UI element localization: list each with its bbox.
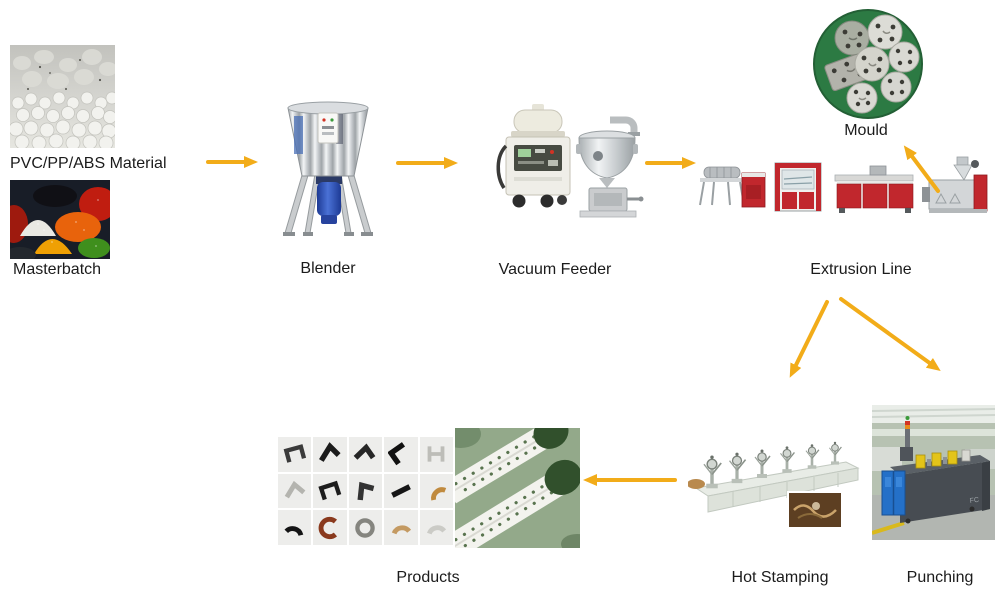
arrow-extrusion-line-to-punching bbox=[839, 297, 941, 372]
profile-sample bbox=[278, 437, 312, 472]
corner-bead-photo bbox=[455, 428, 580, 548]
products-label: Products bbox=[396, 569, 460, 586]
masterbatch-label: Masterbatch bbox=[13, 261, 102, 278]
masterbatch-photo bbox=[10, 180, 110, 259]
profile-sample bbox=[278, 510, 312, 545]
profile-sample bbox=[313, 510, 347, 545]
profile-sample bbox=[278, 473, 312, 509]
mould-photo bbox=[813, 9, 923, 119]
products-photo bbox=[278, 437, 453, 545]
svg-text:FC: FC bbox=[969, 497, 979, 505]
profile-sample bbox=[348, 473, 383, 509]
profile-sample bbox=[384, 437, 418, 472]
profile-sample bbox=[348, 510, 383, 545]
profile-sample bbox=[313, 473, 347, 509]
profile-sample bbox=[419, 510, 453, 545]
hot-stamping-label: Hot Stamping bbox=[731, 569, 829, 586]
punching-photo: FC bbox=[872, 405, 995, 540]
vacuum-feeder-photo bbox=[496, 104, 644, 218]
material-label: PVC/PP/ABS Material bbox=[10, 155, 167, 172]
extrusion-line-photo bbox=[699, 156, 988, 213]
profile-sample bbox=[348, 437, 383, 472]
hot-stamping-photo bbox=[688, 441, 860, 529]
material-photo bbox=[10, 45, 115, 148]
blender-photo bbox=[283, 101, 373, 236]
blender-label: Blender bbox=[300, 260, 356, 277]
punching-label: Punching bbox=[906, 569, 974, 586]
profile-sample bbox=[419, 437, 453, 472]
profile-sample bbox=[313, 437, 347, 472]
profile-sample bbox=[384, 510, 418, 545]
arrow-extrusion-line-to-hot-stamping bbox=[789, 300, 829, 378]
mould-label: Mould bbox=[844, 122, 888, 139]
profile-sample bbox=[419, 473, 453, 509]
vacuum-feeder-label: Vacuum Feeder bbox=[498, 261, 612, 278]
profile-sample bbox=[384, 473, 418, 509]
extrusion-line-label: Extrusion Line bbox=[810, 261, 912, 278]
